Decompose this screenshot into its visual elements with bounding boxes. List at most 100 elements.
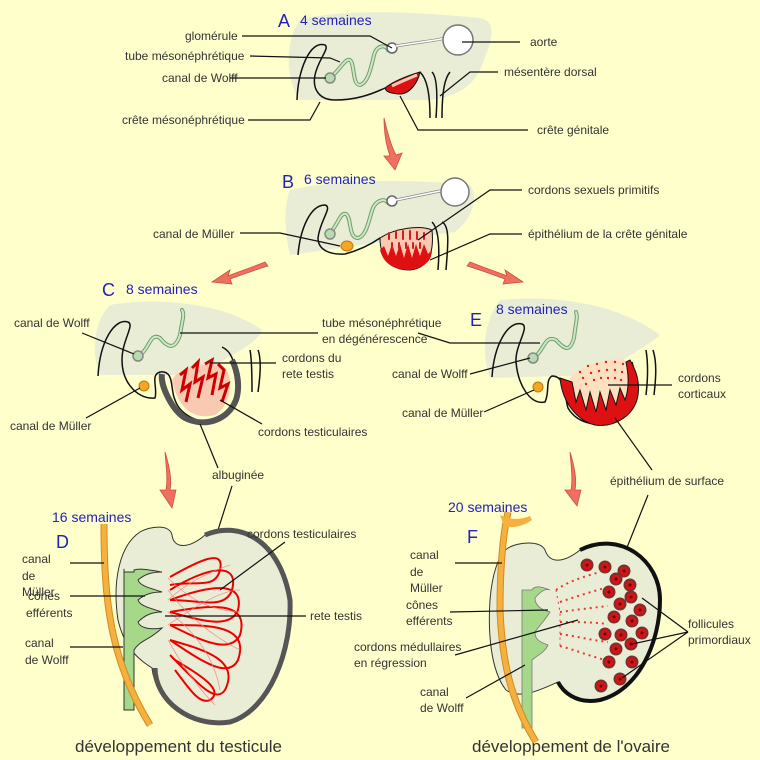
muller-duct-f [497, 511, 539, 744]
label-canal-muller-e: canal de Müller [402, 406, 483, 420]
panel-f-stage: 20 semaines [448, 499, 527, 515]
label-cordons-testiculaires-c: cordons testiculaires [258, 425, 367, 439]
panel-e-stage: 8 semaines [496, 301, 568, 317]
panel-d: 16 semaines D canal de Müller cônes effé… [22, 509, 362, 756]
label-muller-f-1: canal [410, 548, 439, 562]
muller-duct-b [340, 240, 354, 252]
follicle [625, 655, 639, 669]
muller-duct-d [101, 523, 153, 727]
follicle [602, 655, 616, 669]
mesonephric-ridge-wall [296, 43, 386, 101]
panel-f: 20 semaines F canal de Müller cônes effé… [354, 499, 751, 756]
arrow-a-to-b [383, 117, 403, 171]
label-muller-d-3: Müller [22, 585, 55, 599]
label-epithelium-surface: épithélium de surface [610, 474, 724, 488]
follicle [633, 603, 647, 617]
label-tube-degen-2: en dégénérescence [322, 332, 428, 346]
label-canal-muller-b: canal de Müller [153, 227, 234, 241]
label-cordons-corticaux-1: cordons [678, 371, 721, 385]
albuginea-d [152, 527, 293, 726]
panel-b-stage: 6 semaines [304, 171, 376, 187]
genital-ridge-epithelium [391, 73, 418, 88]
follicle [609, 572, 623, 586]
follicle [613, 597, 627, 611]
label-rete-testis: rete testis [310, 609, 362, 623]
label-muller-f-2: de [410, 565, 424, 579]
panel-c-letter: C [102, 280, 115, 300]
panel-a: A 4 semaines glomérule tube mésonéphréti… [122, 11, 609, 137]
arrow-e-to-f [564, 451, 582, 507]
label-mesentere-dorsal: mésentère dorsal [504, 65, 597, 79]
panel-d-letter: D [56, 532, 69, 552]
testis-cords-d [169, 557, 243, 702]
panel-d-stage: 16 semaines [52, 509, 131, 525]
panel-c: C 8 semaines canal de Wolff canal de Mül… [10, 280, 442, 531]
label-muller-f-3: Müller [410, 581, 443, 595]
follicle [607, 610, 621, 624]
surface-epithelium-e [559, 359, 639, 426]
primitive-sex-cords [388, 230, 425, 249]
panel-a-stage: 4 semaines [300, 12, 372, 28]
medullary-cords-f [555, 571, 609, 661]
follicle [625, 614, 639, 628]
panel-a-tissue [288, 12, 492, 100]
arrow-b-to-e [466, 261, 525, 285]
label-cordons-sexuels: cordons sexuels primitifs [528, 183, 659, 197]
follicle [598, 627, 612, 641]
label-wolff-f-1: canal [420, 685, 449, 699]
follicle [609, 642, 623, 656]
label-cones-d-1: cônes [28, 589, 60, 603]
follicle [624, 590, 638, 604]
follicle [635, 626, 649, 640]
efferent-ducts-f [521, 586, 551, 729]
ovary-surface-epithelium [556, 541, 663, 703]
label-medullary-2: en régression [354, 656, 427, 670]
panel-f-letter: F [467, 527, 478, 547]
follicle [598, 560, 612, 574]
label-cones-f-1: cônes [406, 598, 438, 612]
testis-cords-c [179, 357, 231, 403]
label-muller-d-2: de [22, 569, 36, 583]
follicle [594, 679, 608, 693]
label-canal-wolff-c: canal de Wolff [14, 316, 90, 330]
caption-testicule: développement du testicule [75, 737, 282, 756]
label-cones-f-2: efférents [406, 614, 452, 628]
follicle [614, 628, 628, 642]
follicle [613, 672, 627, 686]
label-medullary-1: cordons médullaires [354, 640, 461, 654]
label-follicules-2: primordiaux [688, 633, 751, 647]
albuginea-c [158, 358, 242, 426]
mesentery-wall-inner [431, 71, 438, 119]
label-tube-mesonephretique: tube mésonéphrétique [125, 49, 245, 63]
label-epithelium-crete: épithélium de la crête génitale [528, 227, 688, 241]
label-cones-d-2: efférents [26, 606, 72, 620]
panel-c-stage: 8 semaines [126, 281, 198, 297]
panel-b-letter: B [282, 172, 294, 192]
mesentery-wall-left [419, 71, 431, 119]
label-wolff-f-2: de Wolff [420, 701, 464, 715]
label-crete-genitale: crête génitale [537, 123, 609, 137]
label-crete-mesonephretique: crête mésonéphrétique [122, 113, 245, 127]
label-rete-cords-1: cordons du [282, 351, 341, 365]
caption-ovaire: développement de l'ovaire [472, 737, 670, 756]
label-albuginee: albuginée [212, 468, 264, 482]
label-wolff-d-1: canal [25, 636, 54, 650]
follicle [624, 637, 638, 651]
label-glomerule: glomérule [185, 29, 238, 43]
follicle [623, 578, 637, 592]
follicle [602, 585, 616, 599]
panel-e: E 8 semaines canal de Wolff canal de Mül… [392, 298, 726, 551]
wolff-duct-section [324, 72, 336, 84]
cortical-cords-e [578, 360, 625, 386]
panel-e-letter: E [470, 310, 482, 330]
label-canal-wolff-a: canal de Wolff [162, 71, 238, 85]
label-cordons-corticaux-2: corticaux [678, 387, 726, 401]
label-aorte: aorte [530, 35, 558, 49]
efferent-ducts-d [123, 568, 164, 711]
panel-b: B 6 semaines canal de Müller cordons sex… [153, 171, 688, 271]
label-rete-cords-2: rete testis [282, 367, 334, 381]
label-follicules-1: follicules [688, 617, 734, 631]
follicle [580, 558, 594, 572]
aorta [442, 24, 474, 56]
